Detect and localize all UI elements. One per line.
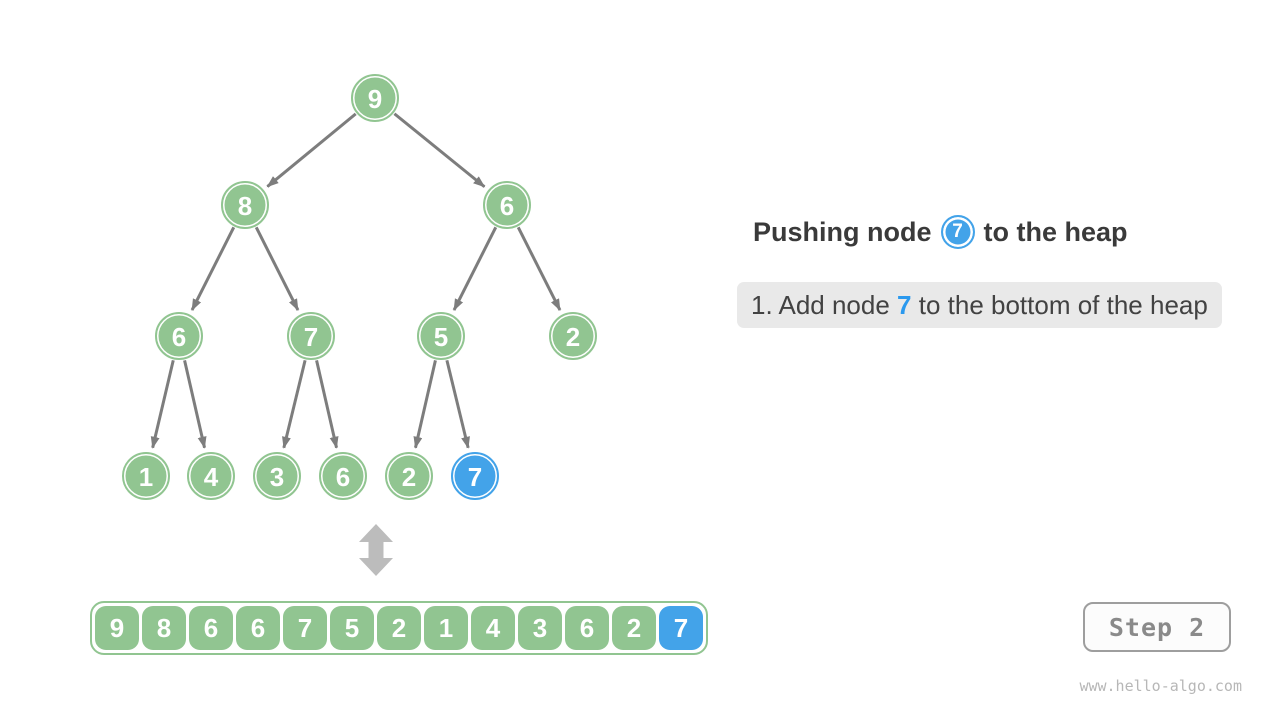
tree-node-value: 6 bbox=[500, 191, 514, 221]
tree-edge bbox=[452, 226, 498, 311]
tree-node-highlighted: 7 bbox=[451, 452, 499, 500]
tree-node: 6 bbox=[483, 181, 531, 229]
tree-node-value: 3 bbox=[270, 462, 284, 492]
note-prefix: 1. Add node bbox=[751, 290, 898, 320]
array-cell: 3 bbox=[518, 606, 562, 650]
highlighted-node-badge: 7 bbox=[940, 215, 975, 249]
step-button[interactable]: Step 2 bbox=[1083, 602, 1231, 652]
title-suffix: to the heap bbox=[983, 216, 1128, 247]
tree-node-value: 1 bbox=[139, 462, 153, 492]
array-cell: 4 bbox=[471, 606, 515, 650]
tree-node-value: 7 bbox=[468, 462, 482, 492]
tree-node-value: 6 bbox=[172, 322, 186, 352]
array-cell: 6 bbox=[565, 606, 609, 650]
tree-edge bbox=[445, 359, 470, 449]
array-cell: 6 bbox=[236, 606, 280, 650]
tree-node-value: 5 bbox=[434, 322, 448, 352]
tree-node: 8 bbox=[221, 181, 269, 229]
step-note: 1. Add node 7 to the bottom of the heap bbox=[737, 282, 1222, 328]
figure-title: Pushing node 7 to the heap bbox=[753, 215, 1128, 249]
array-cell: 7 bbox=[283, 606, 327, 650]
tree-node: 3 bbox=[253, 452, 301, 500]
note-highlight-value: 7 bbox=[897, 290, 912, 320]
tree-edge bbox=[266, 112, 357, 188]
array-cell: 2 bbox=[377, 606, 421, 650]
heap-tree-diagram: 9 8 6 6 7 5 2 1 4 3 6 2 7 bbox=[122, 74, 597, 576]
tree-node: 6 bbox=[319, 452, 367, 500]
tree-edge bbox=[254, 226, 300, 311]
title-prefix: Pushing node bbox=[753, 216, 932, 247]
tree-node-value: 4 bbox=[204, 462, 219, 492]
watermark: www.hello-algo.com bbox=[1079, 677, 1242, 695]
tree-edge bbox=[183, 360, 207, 449]
tree-node-value: 8 bbox=[238, 191, 252, 221]
array-cell-highlighted: 7 bbox=[659, 606, 703, 650]
tree-edge bbox=[413, 360, 437, 449]
array-cell: 2 bbox=[612, 606, 656, 650]
tree-node-value: 2 bbox=[566, 322, 580, 352]
tree-edge bbox=[393, 112, 486, 188]
tree-edge bbox=[315, 360, 339, 449]
array-cell: 8 bbox=[142, 606, 186, 650]
tree-edge bbox=[150, 359, 175, 449]
tree-node: 9 bbox=[351, 74, 399, 122]
tree-array-swap-arrow-icon bbox=[359, 524, 393, 576]
tree-node: 6 bbox=[155, 312, 203, 360]
tree-edge bbox=[516, 226, 562, 311]
array-cell: 6 bbox=[189, 606, 233, 650]
badge-value: 7 bbox=[952, 221, 963, 242]
tree-node-value: 2 bbox=[402, 462, 416, 492]
tree-node-value: 7 bbox=[304, 322, 318, 352]
array-cell: 9 bbox=[95, 606, 139, 650]
tree-edge bbox=[190, 226, 236, 311]
note-suffix: to the bottom of the heap bbox=[911, 290, 1208, 320]
array-cell: 5 bbox=[330, 606, 374, 650]
tree-node: 7 bbox=[287, 312, 335, 360]
tree-node: 5 bbox=[417, 312, 465, 360]
tree-node: 2 bbox=[549, 312, 597, 360]
tree-node-value: 9 bbox=[368, 84, 382, 114]
array-cell: 1 bbox=[424, 606, 468, 650]
tree-node: 2 bbox=[385, 452, 433, 500]
tree-node: 1 bbox=[122, 452, 170, 500]
tree-node-value: 6 bbox=[336, 462, 350, 492]
tree-edge bbox=[282, 359, 307, 449]
tree-node: 4 bbox=[187, 452, 235, 500]
